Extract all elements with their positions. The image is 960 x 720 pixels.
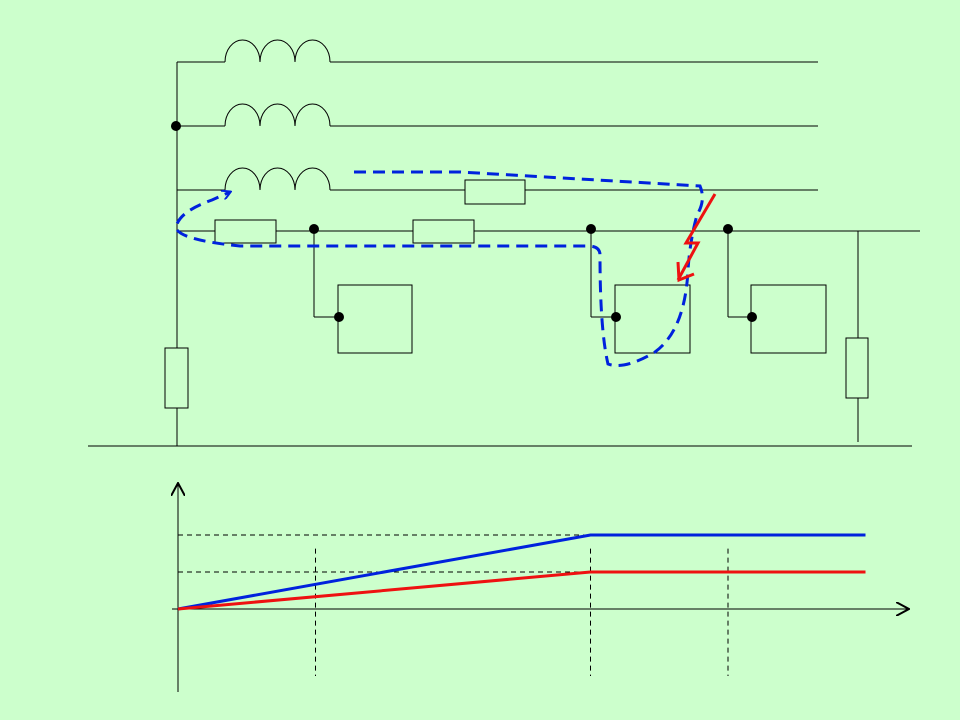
junction-dot xyxy=(747,312,757,322)
series-line-1 xyxy=(177,533,866,611)
bus-1 xyxy=(177,39,818,63)
shunt-resistor-left xyxy=(164,347,189,409)
circuit xyxy=(88,39,920,447)
relay-box-2 xyxy=(590,231,691,354)
junction-dot xyxy=(586,224,596,234)
series-resistor-1 xyxy=(214,219,277,244)
bus-2 xyxy=(171,103,818,131)
coil-3-icon xyxy=(224,167,331,191)
junction-dot xyxy=(611,312,621,322)
current-chart xyxy=(172,484,908,692)
series-line-2 xyxy=(177,570,866,611)
coil-2-icon xyxy=(224,103,331,127)
chart-series xyxy=(177,533,866,611)
lightning-bolt-icon xyxy=(676,193,717,283)
shunt-resistor-right xyxy=(845,337,869,399)
series-resistor-2 xyxy=(412,219,475,244)
relay-box-3 xyxy=(727,231,827,354)
shunt-branch-right xyxy=(845,231,869,442)
junction-dot xyxy=(309,224,319,234)
relay-box-1 xyxy=(313,231,413,354)
bus-3 xyxy=(177,167,818,205)
junction-dot xyxy=(171,121,181,131)
junction-dot xyxy=(723,224,733,234)
junction-dot xyxy=(334,312,344,322)
bus-4 xyxy=(177,219,920,244)
chart-guides xyxy=(178,534,729,676)
coil-1-icon xyxy=(224,39,331,63)
series-resistor-bus-3 xyxy=(464,179,526,205)
fault-current-path-icon xyxy=(174,170,704,367)
